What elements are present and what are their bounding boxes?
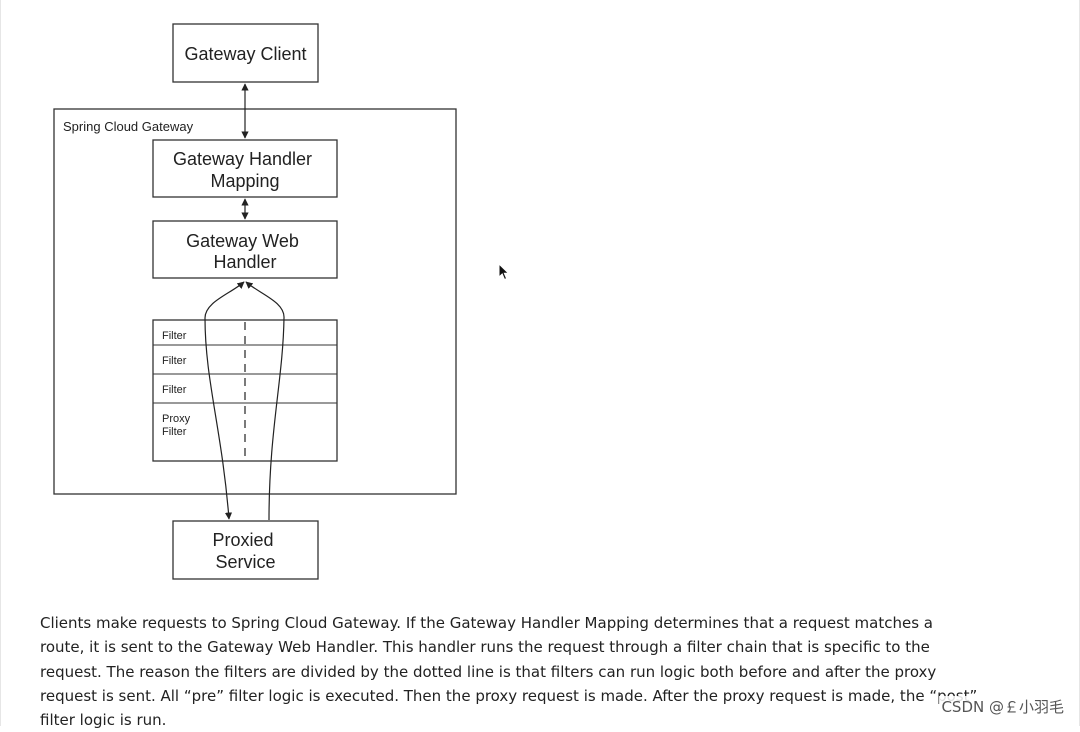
filter-chain: Filter Filter Filter Proxy Filter [152,319,338,462]
filter-2-label: Filter [162,355,187,367]
handler-mapping-label-line-1: Gateway Handler [173,149,312,169]
svg-text:Gateway Web Handler: Gateway Web Handler [186,231,304,272]
mouse-cursor-icon [498,263,510,281]
svg-text:Proxy Filter: Proxy Filter [162,413,193,438]
proxy-filter-label-line-1: Proxy [162,413,191,425]
request-flow-arrow [204,281,245,520]
web-handler-node: Gateway Web Handler [152,220,338,279]
web-handler-label-line-2: Handler [213,252,276,272]
left-frame-edge [0,0,1,726]
container-label: Spring Cloud Gateway [63,119,194,134]
architecture-description: Clients make requests to Spring Cloud Ga… [40,614,978,730]
handler-mapping-node: Gateway Handler Mapping [152,139,338,198]
proxy-filter-label-line-2: Filter [162,426,187,438]
proxied-service-label-line-2: Service [215,552,275,572]
gateway-client-label: Gateway Client [184,44,306,64]
handler-mapping-label-line-2: Mapping [210,171,279,191]
svg-text:Gateway Handler Mapping: Gateway Handler Mapping [173,149,317,191]
web-handler-label-line-1: Gateway Web [186,231,299,251]
proxied-service-label-line-1: Proxied [212,530,273,550]
filter-3-label: Filter [162,384,187,396]
svg-text:Proxied Service: Proxied Service [212,530,278,572]
spring-cloud-gateway-container: Spring Cloud Gateway [53,108,457,495]
csdn-watermark: CSDN @￡小羽毛 [939,696,1066,717]
filter-1-label: Filter [162,330,187,342]
gateway-client-node: Gateway Client [172,23,319,83]
proxied-service-node: Proxied Service [172,520,319,580]
response-flow-arrow [245,281,285,521]
